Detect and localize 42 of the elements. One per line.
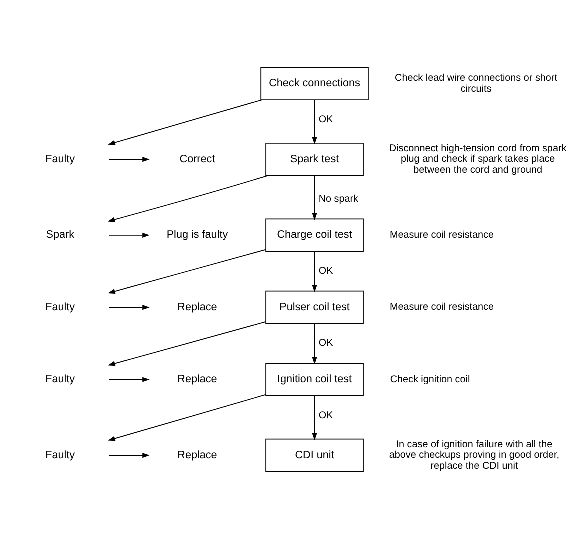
node-label: Check lead wire connections or short circuits — [395, 72, 558, 95]
arrow — [108, 100, 262, 146]
node-box: CDI unit — [266, 438, 364, 472]
edge-label: OK — [318, 266, 334, 278]
edge-label: No spark — [318, 194, 359, 205]
arrow — [312, 396, 318, 441]
arrow — [108, 249, 266, 294]
arrow — [108, 305, 150, 310]
node-text: Replace — [178, 374, 218, 386]
node-text: Correct — [180, 153, 216, 166]
node-text: Plug is faulty — [166, 229, 228, 242]
node-text: Replace — [178, 301, 218, 314]
node-text: Spark — [46, 229, 74, 242]
node-box: Ignition coil test — [266, 363, 364, 396]
arrow — [108, 157, 150, 162]
node-text: Faulty — [46, 374, 76, 386]
node-label: Check ignition coil — [390, 374, 470, 386]
arrow — [312, 324, 318, 365]
arrow — [108, 453, 150, 458]
node-box: Check connections — [260, 67, 369, 101]
edge-label: OK — [318, 114, 334, 126]
arrow — [108, 232, 150, 238]
arrow — [108, 394, 266, 442]
arrow — [108, 175, 268, 222]
node-label: Measure coil resistance — [390, 230, 494, 241]
arrow — [108, 322, 266, 366]
node-label: In case of ignition failure with all the above checkups proving in good order, replace the CDI unit — [389, 439, 560, 472]
node-label: Measure coil resistance — [390, 302, 494, 314]
node-box: Pulser coil test — [266, 290, 364, 324]
arrow — [312, 100, 318, 145]
arrow — [108, 377, 150, 382]
node-box: Charge coil test — [266, 218, 364, 252]
arrow — [312, 251, 318, 292]
node-text: Faulty — [46, 301, 76, 314]
arrow — [312, 176, 318, 220]
node-text: Replace — [178, 449, 218, 462]
edge-label: OK — [318, 338, 334, 350]
node-label: Disconnect high-tension cord from spark plug and check if spark takes place between the cord and ground — [389, 143, 567, 176]
node-box: Spark test — [266, 142, 364, 176]
node-text: Faulty — [46, 153, 76, 166]
edge-label: OK — [318, 410, 334, 422]
node-text: Faulty — [46, 449, 76, 462]
